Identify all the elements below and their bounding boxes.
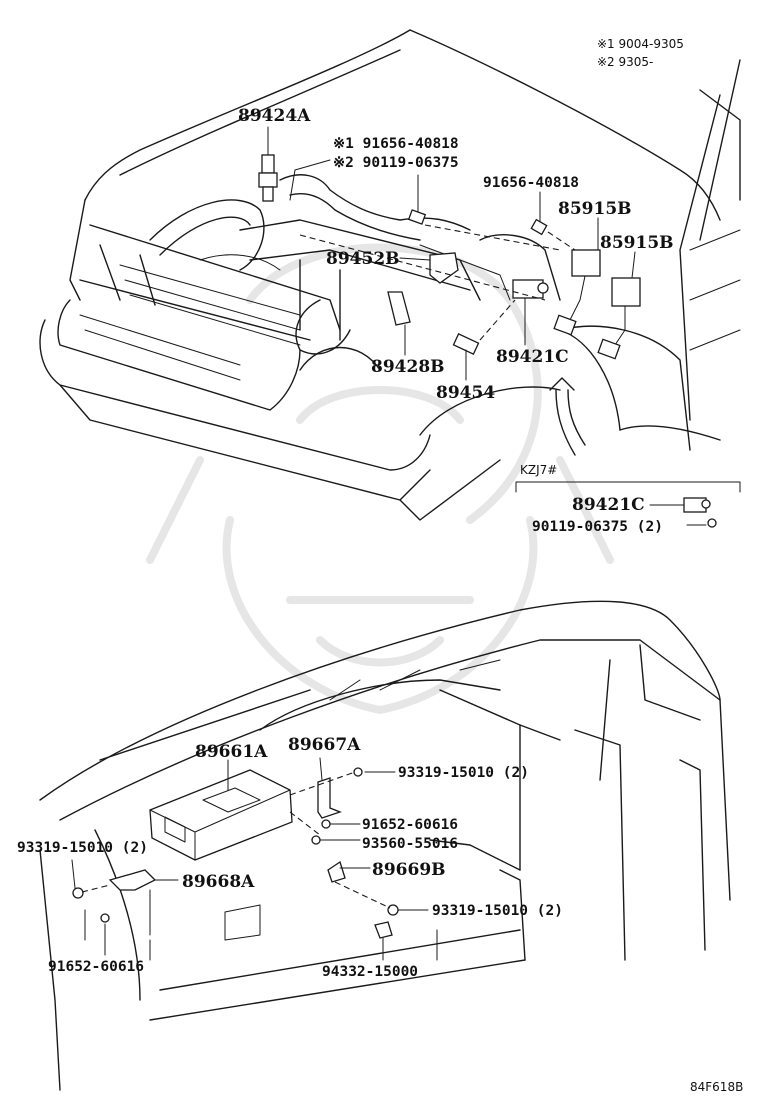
bottom-labels: 89661A 89667A 93319-15010 (2) 91652-6061…: [17, 735, 563, 980]
label-91652-60616-b: 91652-60616: [48, 959, 144, 975]
label-89424A: 89424A: [238, 106, 311, 126]
note-2: ※2 9305-: [597, 55, 653, 69]
top-labels: ※1 9004-9305 ※2 9305- 89424A ※1 91656-40…: [238, 37, 684, 403]
label-89428B: 89428B: [371, 357, 445, 377]
label-90119-06375-n2: ※2 90119-06375: [333, 155, 459, 171]
label-89421C: 89421C: [496, 347, 569, 367]
bottom-parts: [72, 767, 399, 939]
label-93319-15010-a: 93319-15010 (2): [398, 765, 529, 781]
note-1: ※1 9004-9305: [597, 37, 684, 51]
label-93319-15010-c: 93319-15010 (2): [432, 903, 563, 919]
car-front-illustration: [39, 29, 741, 521]
label-89668A: 89668A: [182, 872, 255, 892]
label-89452B: 89452B: [326, 249, 400, 269]
label-91656-40818-n1: ※1 91656-40818: [333, 136, 459, 152]
label-93560-55016: 93560-55016: [362, 836, 458, 852]
label-89661A: 89661A: [195, 742, 268, 762]
label-94332-15000: 94332-15000: [322, 964, 418, 980]
label-89421C-variant: 89421C: [572, 495, 645, 515]
label-89669B: 89669B: [372, 860, 446, 880]
dashboard-illustration: [39, 600, 731, 1091]
variant-title: KZJ7#: [520, 463, 557, 477]
top-leader-lines: [267, 126, 636, 381]
label-91656-40818: 91656-40818: [483, 175, 579, 191]
label-85915B-b: 85915B: [600, 233, 674, 253]
label-89667A: 89667A: [288, 735, 361, 755]
top-parts: [258, 154, 641, 456]
label-89454: 89454: [436, 383, 495, 403]
label-93319-15010-b: 93319-15010 (2): [17, 840, 148, 856]
label-85915B-a: 85915B: [558, 199, 632, 219]
label-91652-60616-a: 91652-60616: [362, 817, 458, 833]
label-90119-06375-variant: 90119-06375 (2): [532, 519, 663, 535]
bottom-leader-lines: [71, 757, 438, 961]
variant-kzj7-box: KZJ7# 89421C 90119-06375 (2): [515, 463, 741, 535]
figure-id: 84F618B: [690, 1080, 743, 1094]
